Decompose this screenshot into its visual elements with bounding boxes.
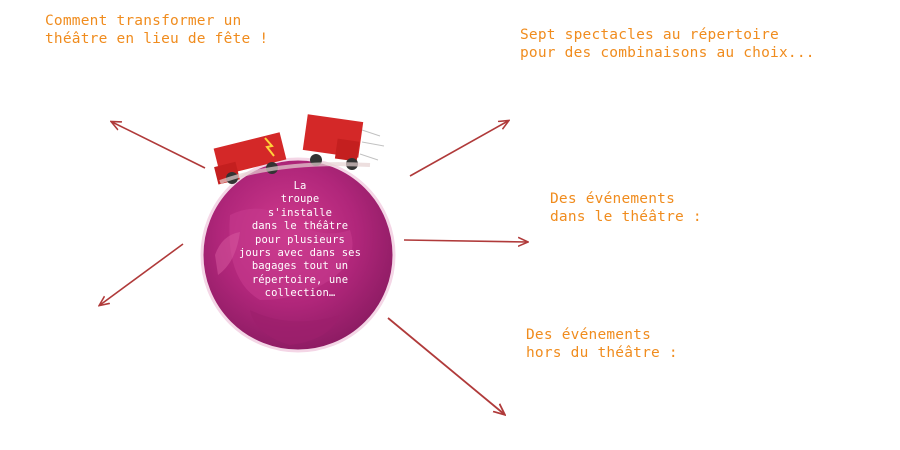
label-line: dans le théâtre : — [550, 209, 702, 225]
arrow-middle-right — [403, 240, 527, 242]
globe-text-line: jours avec dans ses — [238, 247, 361, 260]
label-line: Des événements — [526, 327, 652, 343]
globe-text-line: s'installe — [267, 206, 333, 219]
globe-text-line: collection… — [264, 287, 336, 300]
label-line: pour des combinaisons au choix... — [520, 45, 815, 61]
label-line: Sept spectacles au répertoire — [520, 27, 779, 43]
globe-text-line: répertoire, une — [251, 273, 349, 286]
globe-text-line: dans le théâtre — [251, 220, 349, 233]
arrow-bottom-left — [100, 243, 184, 305]
label-line: Comment transformer un — [45, 13, 242, 29]
label-top-right: Sept spectacles au répertoire pour des c… — [520, 26, 815, 62]
label-line: Des événements — [550, 191, 676, 207]
globe-text: La troupe s'installe dans le théâtre pou… — [212, 180, 388, 301]
arrow-top-right — [409, 121, 508, 177]
label-middle-right: Des événements dans le théâtre : — [550, 190, 702, 226]
label-bottom-right: Des événements hors du théâtre : — [526, 326, 678, 362]
globe — [200, 157, 396, 353]
globe-text-line: bagages tout un — [251, 260, 349, 273]
globe-text-line: troupe — [280, 193, 320, 206]
globe-text-line: pour plusieurs — [255, 233, 345, 246]
label-line: théâtre en lieu de fête ! — [45, 31, 269, 47]
arrow-top-left — [112, 122, 206, 169]
arrow-bottom-right — [387, 317, 504, 414]
truck-icon — [302, 114, 385, 170]
globe-text-line: La — [293, 180, 307, 192]
label-line: hors du théâtre : — [526, 345, 678, 361]
label-top-left: Comment transformer un théâtre en lieu d… — [45, 12, 268, 48]
road-line — [219, 162, 371, 184]
